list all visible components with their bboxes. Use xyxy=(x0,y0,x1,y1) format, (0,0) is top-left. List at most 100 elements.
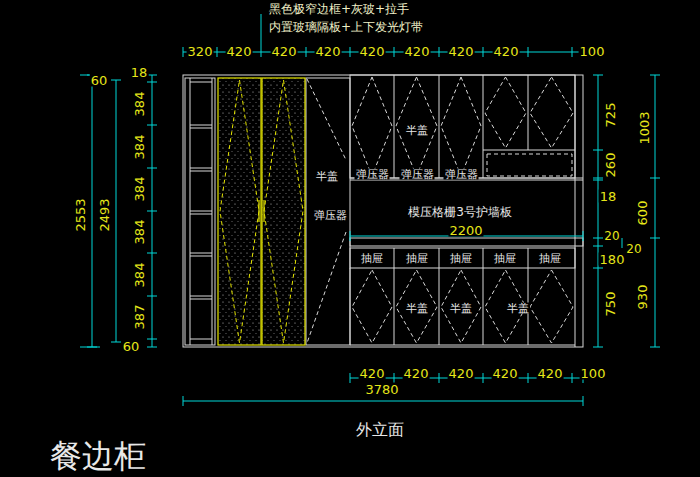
dimension-number: 725 xyxy=(604,102,617,129)
dimension-number: 100 xyxy=(579,45,606,58)
glass-door xyxy=(218,78,261,345)
cabinet-outline xyxy=(394,75,395,178)
dimension-number: 60 xyxy=(122,340,141,353)
dimension-line xyxy=(80,347,100,348)
part-label: 抽屉 xyxy=(493,253,517,264)
dimension-line xyxy=(147,75,157,347)
door-swing-mark xyxy=(487,154,572,176)
dimension-number: 930 xyxy=(636,284,649,311)
dimension-number: 180 xyxy=(599,253,626,266)
dimension-line xyxy=(92,75,93,347)
dimension-number: 420 xyxy=(271,45,298,58)
material-note: 内置玻璃隔板+上下发光灯带 xyxy=(268,21,424,33)
cabinet-outline xyxy=(190,339,212,340)
part-label: 半盖 xyxy=(405,125,429,136)
door-swing-mark xyxy=(264,80,303,343)
door-swing-mark xyxy=(307,232,346,343)
drawing-title: 餐边柜 xyxy=(49,440,147,472)
cabinet-outline xyxy=(190,168,212,169)
part-label: 模压格栅3号护墙板 xyxy=(407,206,513,218)
door-swing-mark xyxy=(441,77,481,176)
cabinet-outline xyxy=(350,268,351,345)
dimension-number: 2553 xyxy=(74,197,87,232)
part-label: 抽屉 xyxy=(405,253,429,264)
door-swing-mark xyxy=(396,77,437,176)
dimension-line xyxy=(80,14,660,406)
cabinet-outline xyxy=(190,82,212,83)
cabinet-outline xyxy=(190,171,212,172)
door-swing-mark xyxy=(307,79,346,160)
dimension-line xyxy=(116,80,117,342)
cabinet-outline xyxy=(483,150,575,151)
dimension-number: 20 xyxy=(603,230,620,242)
dimension-number: 420 xyxy=(493,45,520,58)
part-label: 弹压器 xyxy=(400,169,435,180)
dimension-number: 3780 xyxy=(364,383,399,396)
cabinet-outline xyxy=(350,248,575,268)
cabinet-outline xyxy=(350,238,583,246)
dimension-line xyxy=(622,238,623,248)
dimension-number: 384 xyxy=(133,176,146,203)
dimension-number: 18 xyxy=(130,66,149,79)
part-label: 半盖 xyxy=(506,303,530,314)
dimension-number: 420 xyxy=(226,45,253,58)
cabinet-outline xyxy=(528,75,529,150)
dimension-number: 60 xyxy=(90,74,109,87)
cabinet-outline xyxy=(439,248,440,345)
cabinet-outline xyxy=(350,180,583,181)
part-label: 弹压器 xyxy=(444,169,479,180)
door-swing-mark xyxy=(530,77,573,148)
glass-door xyxy=(258,200,259,222)
part-label: 半盖 xyxy=(405,303,429,314)
dimension-number: 387 xyxy=(133,304,146,331)
dimension-number: 750 xyxy=(604,291,617,318)
dimension-line xyxy=(87,75,97,347)
cabinet-outline xyxy=(190,256,212,257)
part-label: 弹压器 xyxy=(313,210,348,221)
cabinet-outline xyxy=(190,214,212,215)
dimension-number: 420 xyxy=(403,367,430,380)
dimension-number: 18 xyxy=(599,190,618,203)
glass-door xyxy=(262,78,305,345)
dimension-number: 420 xyxy=(448,367,475,380)
dimension-line xyxy=(655,75,656,347)
cabinet-outline xyxy=(190,299,212,300)
door-swing-mark xyxy=(220,80,303,343)
cabinet-outline xyxy=(190,253,212,254)
dimension-line xyxy=(593,75,603,347)
dimension-number: 420 xyxy=(359,45,386,58)
door-swing-mark xyxy=(352,270,392,343)
dimension-line xyxy=(261,14,262,47)
cabinet-outline xyxy=(394,248,395,345)
door-swing-mark xyxy=(307,77,573,343)
dimension-line xyxy=(650,75,660,347)
part-label: 抽屉 xyxy=(360,253,384,264)
cabinet-outline xyxy=(350,75,575,178)
dimension-number: 320 xyxy=(187,45,214,58)
dimension-number: 2493 xyxy=(98,197,111,232)
dimension-line xyxy=(598,75,599,347)
dimension-number: 384 xyxy=(133,219,146,246)
part-label: 抽屉 xyxy=(538,253,562,264)
cabinet-outline xyxy=(306,78,350,345)
door-swing-mark xyxy=(352,77,392,176)
cabinet-outline xyxy=(575,75,576,347)
dimension-number: 384 xyxy=(133,134,146,161)
cabinet-outline xyxy=(183,75,583,347)
dimension-number: 420 xyxy=(404,45,431,58)
door-swing-mark xyxy=(220,80,259,343)
material-note: 黑色极窄边框+灰玻+拉手 xyxy=(268,3,410,15)
door-swing-mark xyxy=(441,270,481,343)
dimension-number: 600 xyxy=(636,200,649,227)
dimension-line xyxy=(183,401,583,402)
dimension-number: 100 xyxy=(580,367,607,380)
part-label: 半盖 xyxy=(449,303,473,314)
dimension-number: 20 xyxy=(625,243,642,255)
dimension-line xyxy=(183,396,583,406)
cabinet-outline xyxy=(183,75,583,347)
door-swing-mark xyxy=(530,270,573,343)
door-swing-mark xyxy=(396,270,437,343)
cabinet-outline xyxy=(190,296,212,297)
dimension-number: 2200 xyxy=(448,224,483,237)
